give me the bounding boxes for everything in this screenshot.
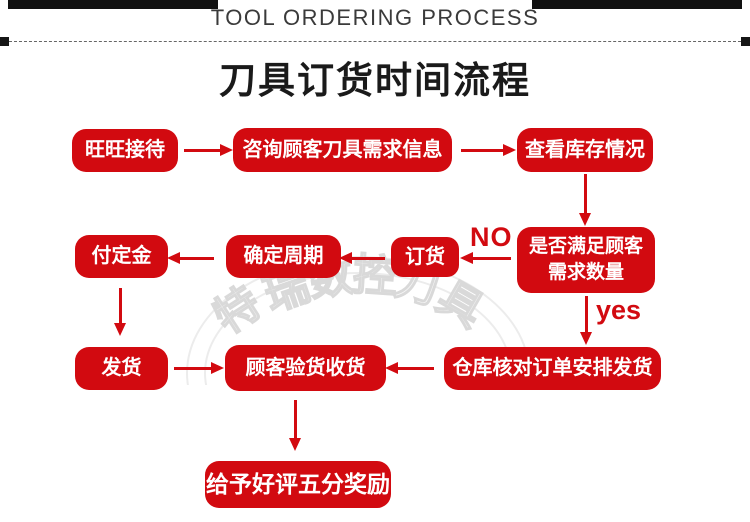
flow-node-consult: 咨询顾客刀具需求信息: [233, 128, 452, 172]
flow-node-deposit: 付定金: [75, 235, 168, 278]
arrow-left-icon: [167, 252, 214, 264]
header-bar-left: [8, 0, 218, 9]
flow-node-ship: 发货: [75, 347, 168, 390]
edge-label-yes: yes: [596, 295, 642, 325]
flow-node-confirm-cycle: 确定周期: [226, 235, 341, 278]
arrow-right-icon: [174, 362, 224, 374]
flow-node-meet-demand: 是否满足顾客需求数量: [517, 227, 655, 293]
flow-node-order: 订货: [391, 237, 459, 277]
arrow-left-icon: [385, 362, 434, 374]
flow-node-warehouse: 仓库核对订单安排发货: [444, 347, 661, 390]
flow-node-reception: 旺旺接待: [72, 129, 178, 172]
divider-end-square-right: [741, 37, 750, 46]
flow-node-praise: 给予好评五分奖励: [205, 461, 391, 508]
flow-node-check-stock: 查看库存情况: [517, 128, 653, 172]
arrow-right-icon: [184, 144, 233, 156]
arrow-left-icon: [460, 252, 511, 264]
arrow-right-icon: [461, 144, 516, 156]
arrow-down-icon: [114, 288, 126, 336]
edge-label-no: NO: [470, 222, 513, 252]
dotted-divider: [9, 41, 741, 42]
header-bar-right: [532, 0, 742, 9]
flow-node-inspect: 顾客验货收货: [225, 345, 386, 391]
arrow-down-icon: [579, 174, 591, 226]
page-title: 刀具订货时间流程: [219, 60, 531, 101]
header-eyebrow: TOOL ORDERING PROCESS: [210, 5, 540, 30]
arrow-down-icon: [289, 400, 301, 451]
arrow-left-icon: [339, 252, 385, 264]
arrow-down-icon: [580, 296, 592, 345]
divider-end-square-left: [0, 37, 9, 46]
